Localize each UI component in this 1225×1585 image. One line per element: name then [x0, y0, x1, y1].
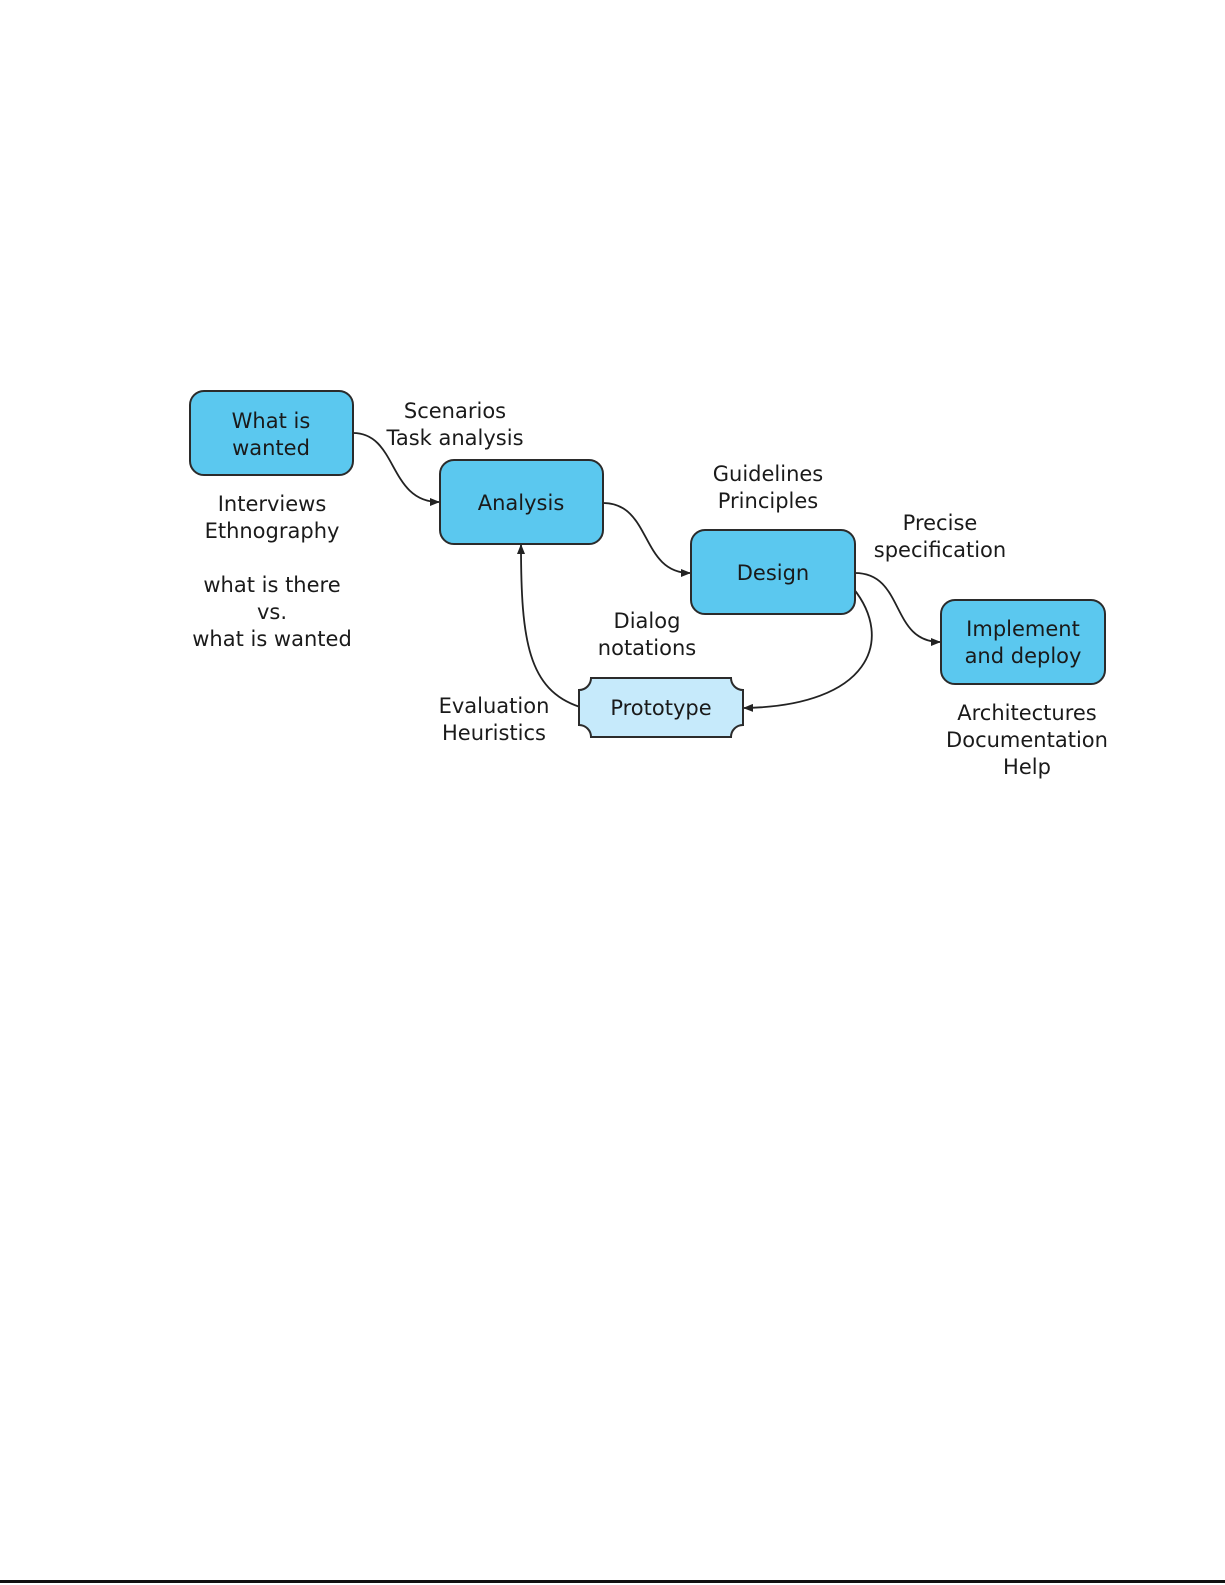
svg-text:what is there: what is there	[203, 573, 340, 597]
node-design: Design	[690, 529, 856, 615]
annotation-precise: Precise specification	[874, 511, 1006, 562]
annotation-interviews: Interviews Ethnography	[205, 492, 340, 543]
svg-text:what is wanted: what is wanted	[192, 627, 352, 651]
node-what-is-wanted: What is wanted	[189, 390, 354, 476]
svg-text:Guidelines: Guidelines	[713, 462, 824, 486]
annotation-dialog: Dialog notations	[598, 609, 696, 660]
annotation-there-vs-wanted: what is there vs. what is wanted	[192, 573, 352, 651]
svg-text:Dialog: Dialog	[614, 609, 681, 633]
svg-text:Ethnography: Ethnography	[205, 519, 340, 543]
svg-text:Architectures: Architectures	[957, 701, 1097, 725]
svg-text:Interviews: Interviews	[218, 492, 327, 516]
svg-text:Precise: Precise	[903, 511, 978, 535]
node-label: Design	[737, 561, 810, 585]
arrow-design-to-implement	[854, 572, 941, 646]
annotation-architectures: Architectures Documentation Help	[946, 701, 1108, 779]
svg-text:Scenarios: Scenarios	[404, 399, 506, 423]
arrow-design-to-prototype	[743, 587, 873, 712]
annotation-guidelines: Guidelines Principles	[713, 462, 824, 513]
svg-text:Help: Help	[1003, 755, 1051, 779]
node-label: Prototype	[610, 696, 711, 720]
svg-text:notations: notations	[598, 636, 696, 660]
svg-text:Documentation: Documentation	[946, 728, 1108, 752]
node-prototype: Prototype	[578, 677, 744, 738]
svg-text:Heuristics: Heuristics	[442, 721, 546, 745]
node-label: and deploy	[965, 644, 1082, 668]
svg-text:Task analysis: Task analysis	[385, 426, 523, 450]
arrow-analysis-to-design	[602, 502, 691, 577]
node-label: What is	[232, 409, 311, 433]
annotation-evaluation: Evaluation Heuristics	[439, 694, 550, 745]
node-label: Analysis	[478, 491, 565, 515]
node-implement-and-deploy: Implement and deploy	[940, 599, 1106, 685]
svg-text:Evaluation: Evaluation	[439, 694, 550, 718]
arrow-prototype-to-analysis	[517, 544, 581, 708]
node-analysis: Analysis	[439, 459, 604, 545]
svg-text:Principles: Principles	[718, 489, 818, 513]
svg-text:vs.: vs.	[257, 600, 287, 624]
page-bottom-border	[0, 1580, 1225, 1583]
annotation-scenarios: Scenarios Task analysis	[385, 399, 523, 450]
arrow-wanted-to-analysis	[352, 432, 440, 506]
node-label: wanted	[232, 436, 310, 460]
svg-text:specification: specification	[874, 538, 1006, 562]
node-label: Implement	[966, 617, 1080, 641]
